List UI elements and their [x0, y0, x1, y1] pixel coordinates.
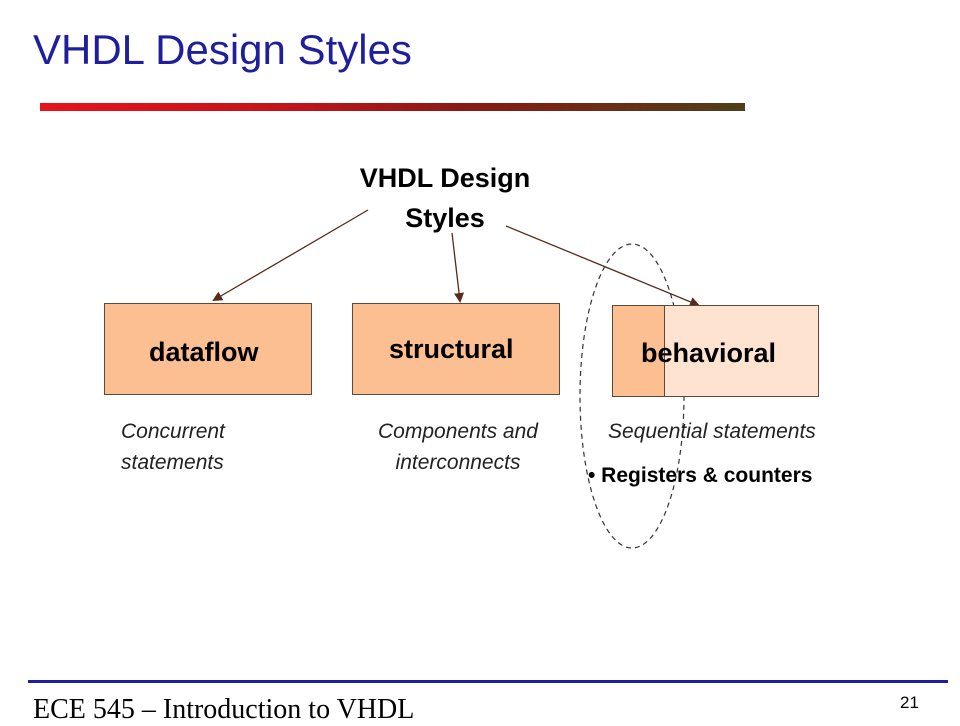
behavioral-box-accent — [612, 305, 665, 397]
behavioral-label: behavioral — [641, 338, 777, 368]
root-node-line2: Styles — [405, 203, 485, 233]
root-node-label: VHDL Design Styles — [330, 158, 560, 238]
structural-desc-line1: Components and — [378, 420, 538, 443]
structural-description: Components and interconnects — [356, 416, 560, 478]
structural-desc-line2: interconnects — [395, 451, 521, 474]
behavioral-description: Sequential statements — [608, 416, 816, 447]
dataflow-label: dataflow — [149, 337, 259, 367]
page-number: 21 — [900, 693, 919, 712]
dataflow-desc-line1: Concurrent — [121, 420, 225, 443]
title-underline — [40, 103, 745, 111]
structural-label: structural — [389, 334, 514, 364]
structural-box: structural — [352, 303, 560, 395]
behavioral-bullet: • Registers & counters — [588, 464, 813, 487]
dataflow-box: dataflow — [104, 303, 312, 395]
footer-text: ECE 545 – Introduction to VHDL — [33, 694, 415, 725]
arrow-to-dataflow — [212, 209, 369, 302]
arrow-to-behavioral — [505, 225, 700, 307]
root-node-line1: VHDL Design — [359, 163, 531, 193]
slide-title: VHDL Design Styles — [33, 26, 412, 73]
behavioral-desc-line1: Sequential statements — [608, 420, 816, 443]
footer-rule — [28, 680, 948, 683]
arrow-to-structural — [451, 232, 465, 303]
dataflow-desc-line2: statements — [121, 451, 224, 474]
dataflow-description: Concurrent statements — [121, 416, 225, 478]
